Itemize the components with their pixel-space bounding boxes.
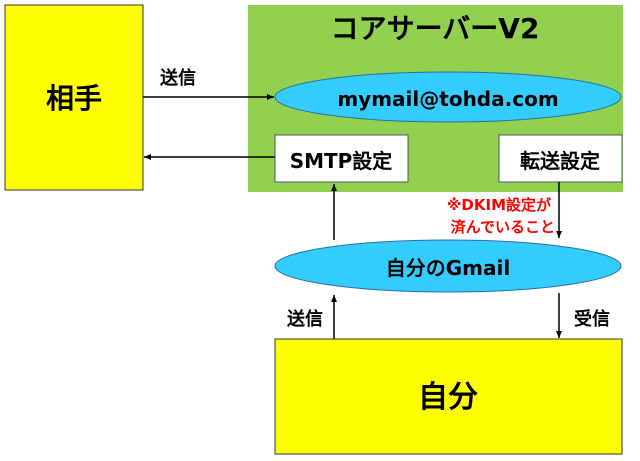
server-address: mymail@tohda.com (337, 87, 558, 111)
gmail-node (274, 239, 622, 293)
gmail-label: 自分のGmail (386, 256, 510, 280)
forward-settings-label: 転送設定 (520, 149, 600, 173)
partner-label: 相手 (46, 82, 102, 115)
dkim-note-line1: ※DKIM設定が (447, 196, 552, 214)
dkim-note-line2: 済んでいること (451, 218, 555, 236)
partner-box: 相手 (4, 4, 144, 191)
arrow-label-send-partner: 送信 (159, 67, 196, 89)
arrow-label-receive: 受信 (574, 308, 610, 330)
smtp-settings-box (274, 134, 409, 183)
core-server-box: コアサーバーV2 mymail@tohda.com SMTP設定 転送設定 (248, 5, 623, 192)
me-box: 自分 (274, 338, 623, 455)
forward-settings-box (498, 134, 623, 183)
smtp-settings-label: SMTP設定 (290, 149, 393, 173)
server-title: コアサーバーV2 (331, 12, 540, 45)
arrow-label-send-me: 送信 (286, 308, 323, 330)
server-address-node (274, 71, 622, 123)
me-label: 自分 (418, 380, 478, 415)
